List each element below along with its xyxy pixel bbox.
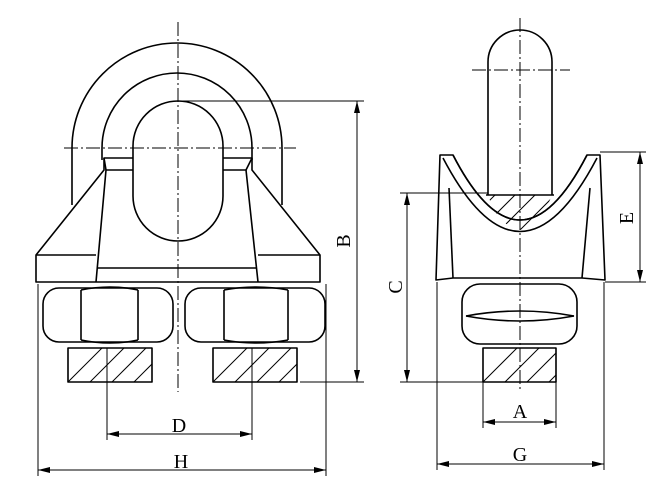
u-bolt-outer bbox=[71, 42, 283, 205]
thread-section-side bbox=[482, 347, 557, 383]
label-e: E bbox=[616, 212, 638, 224]
label-h: H bbox=[174, 451, 188, 473]
dimension-h: H bbox=[37, 284, 327, 476]
dimension-d: D bbox=[106, 348, 253, 440]
dimension-a: A bbox=[482, 382, 557, 428]
saddle-groove-inner bbox=[442, 157, 598, 233]
label-a: A bbox=[513, 401, 528, 423]
dimension-b: B bbox=[180, 100, 364, 383]
label-b: B bbox=[333, 234, 355, 247]
label-c: C bbox=[385, 280, 407, 293]
dimension-c: C bbox=[385, 192, 488, 383]
thread-section-right bbox=[212, 347, 298, 383]
label-g: G bbox=[513, 444, 527, 466]
front-view: D H B bbox=[35, 22, 364, 476]
hex-nut-right bbox=[184, 286, 326, 344]
label-d: D bbox=[172, 415, 186, 437]
side-view: A G C E bbox=[385, 18, 646, 470]
hex-nut-left bbox=[42, 286, 174, 344]
dimension-e: E bbox=[600, 151, 646, 283]
u-bolt-inner bbox=[101, 72, 253, 160]
thread-section-left bbox=[67, 347, 153, 383]
dimension-g: G bbox=[436, 282, 605, 470]
